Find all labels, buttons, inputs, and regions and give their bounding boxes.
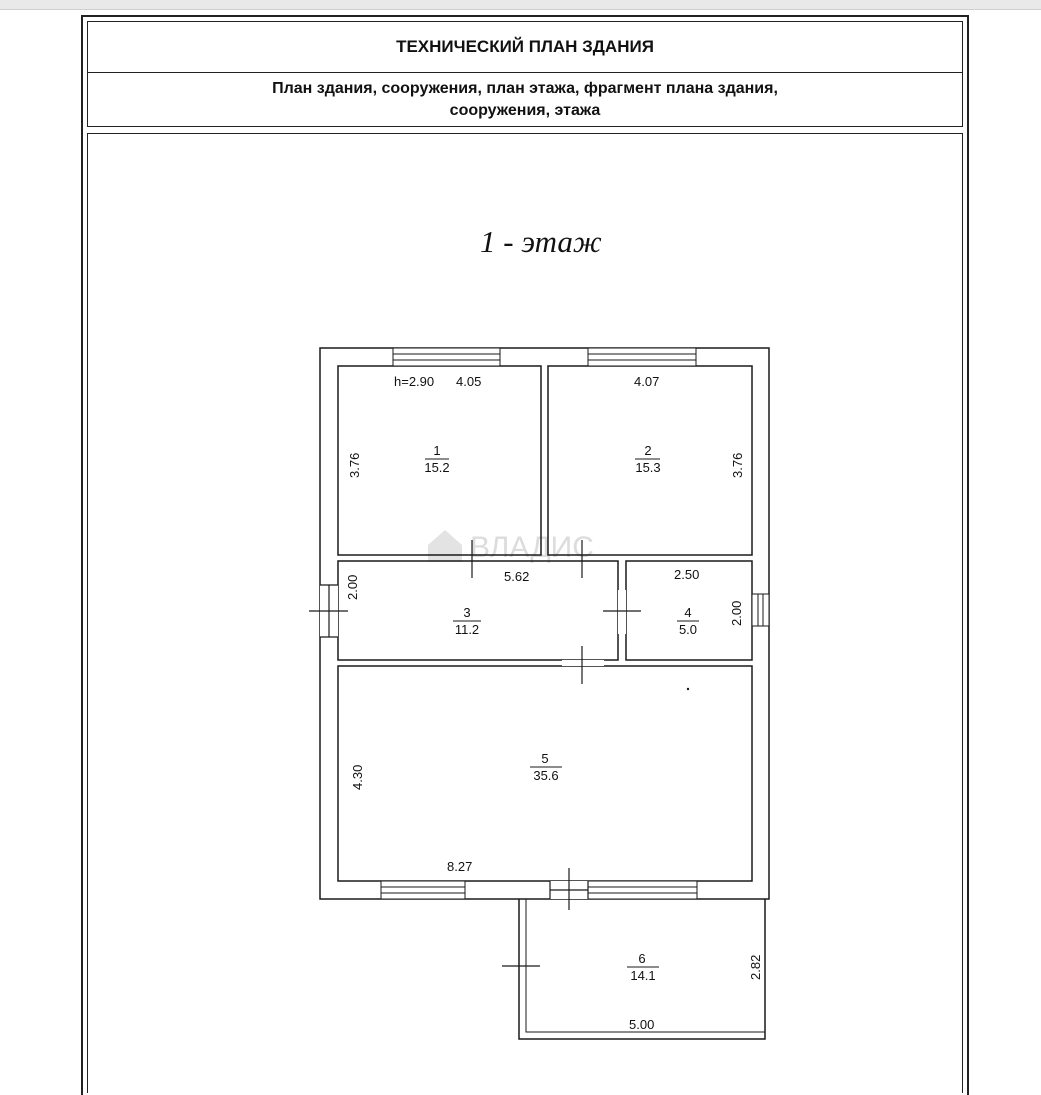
window-top-left (392, 347, 501, 367)
window-right-room-4 (751, 593, 770, 627)
document-sheet-frame (81, 15, 969, 1095)
door-terrace (549, 868, 589, 910)
document-title: ТЕХНИЧЕСКИЙ ПЛАН ЗДАНИЯ (87, 21, 963, 73)
room-3-height: 2.00 (345, 575, 360, 600)
ceiling-height-label: h=2.90 (394, 374, 434, 389)
room-6-width: 5.00 (629, 1017, 654, 1032)
subtitle-line-2: сооружения, этажа (449, 101, 601, 119)
watermark-text: ВЛАДИС (470, 531, 594, 564)
room-5-area: 35.6 (533, 768, 558, 783)
room-3-width: 5.62 (504, 569, 529, 584)
room-3-number: 3 (463, 605, 470, 620)
drawing-area-frame (87, 133, 963, 1093)
room-5-height: 4.30 (350, 765, 365, 790)
room-4-width: 2.50 (674, 567, 699, 582)
floor-title: 1 - этаж (480, 224, 602, 259)
room-4-area: 5.0 (679, 622, 697, 637)
room-3-outline (337, 560, 619, 661)
room-6-number: 6 (638, 951, 645, 966)
room-5-number: 5 (541, 751, 548, 766)
door-room-4 (603, 590, 641, 634)
room-6-height: 2.82 (748, 955, 763, 980)
room-6-area: 14.1 (630, 968, 655, 983)
room-1-height: 3.76 (347, 453, 362, 478)
door-left-entrance (309, 584, 348, 638)
room-1-area: 15.2 (424, 460, 449, 475)
room-6-inner-line (525, 899, 765, 1033)
room-1-number: 1 (433, 443, 440, 458)
outer-wall (319, 347, 770, 900)
room-2-height: 3.76 (730, 453, 745, 478)
window-bottom-right (587, 880, 698, 900)
room-2-area: 15.3 (635, 460, 660, 475)
room-5-width: 8.27 (447, 859, 472, 874)
window-top-right (587, 347, 697, 367)
document-subtitle: План здания, сооружения, план этажа, фра… (87, 73, 963, 127)
subtitle-line-1: План здания, сооружения, план этажа, фра… (272, 79, 778, 97)
room-4-number: 4 (684, 605, 691, 620)
viewer-top-bar (0, 0, 1041, 10)
room-2-width: 4.07 (634, 374, 659, 389)
plan-dot (686, 687, 690, 691)
room-5-outline (337, 665, 753, 882)
room-3-area: 11.2 (455, 622, 479, 637)
watermark: ВЛАДИС (428, 530, 594, 564)
watermark-house-icon (428, 530, 462, 562)
room-1-width: 4.05 (456, 374, 481, 389)
room-6-outline (518, 899, 766, 1040)
door-room-5 (562, 646, 604, 684)
room-2-number: 2 (644, 443, 651, 458)
room-4-height: 2.00 (729, 601, 744, 626)
window-bottom-left (380, 880, 466, 900)
